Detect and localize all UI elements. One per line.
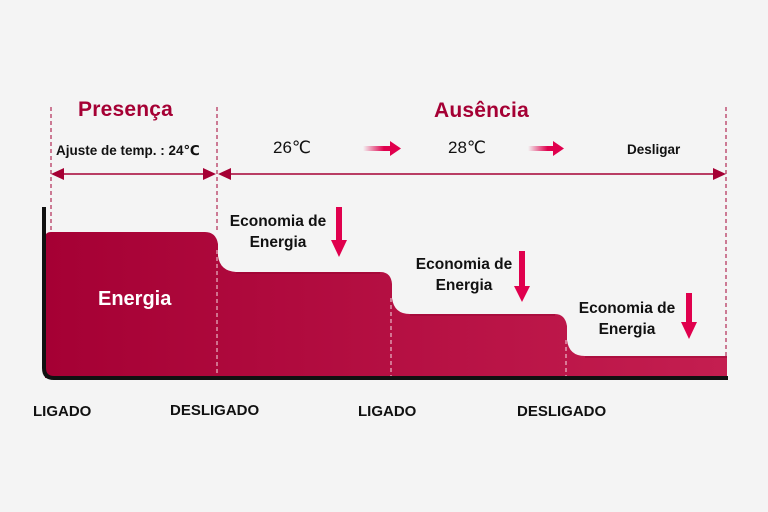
transition-arrow-1 [363, 141, 401, 156]
presence-title: Presença [78, 98, 174, 121]
absence-step-28: 28℃ [448, 138, 487, 157]
energy-saving-label-1: Economia de Energia [229, 213, 327, 251]
savings-arrow-3 [681, 293, 697, 339]
energy-area [45, 232, 727, 378]
absence-step-26: 26℃ [273, 138, 312, 157]
absence-step-off: Desligar [627, 142, 681, 157]
state-divider-lines [216, 250, 567, 377]
presence-span-arrow [51, 168, 216, 180]
absence-title: Ausência [434, 99, 529, 122]
savings-arrow-2 [514, 251, 530, 302]
transition-arrow-2 [528, 141, 564, 156]
savings-arrow-1 [331, 207, 347, 257]
state-label-3: LIGADO [358, 403, 417, 420]
energy-saving-label-2: Economia de Energia [415, 256, 513, 294]
chart-axis [42, 207, 728, 380]
presence-setting: Ajuste de temp. : 24℃ [56, 143, 200, 158]
state-label-2: DESLIGADO [170, 402, 260, 419]
absence-span-arrow [218, 168, 726, 180]
energy-saving-label-3: Economia de Energia [578, 300, 676, 338]
state-label-4: DESLIGADO [517, 403, 607, 420]
energy-label: Energia [98, 288, 172, 310]
state-label-1: LIGADO [33, 403, 92, 420]
